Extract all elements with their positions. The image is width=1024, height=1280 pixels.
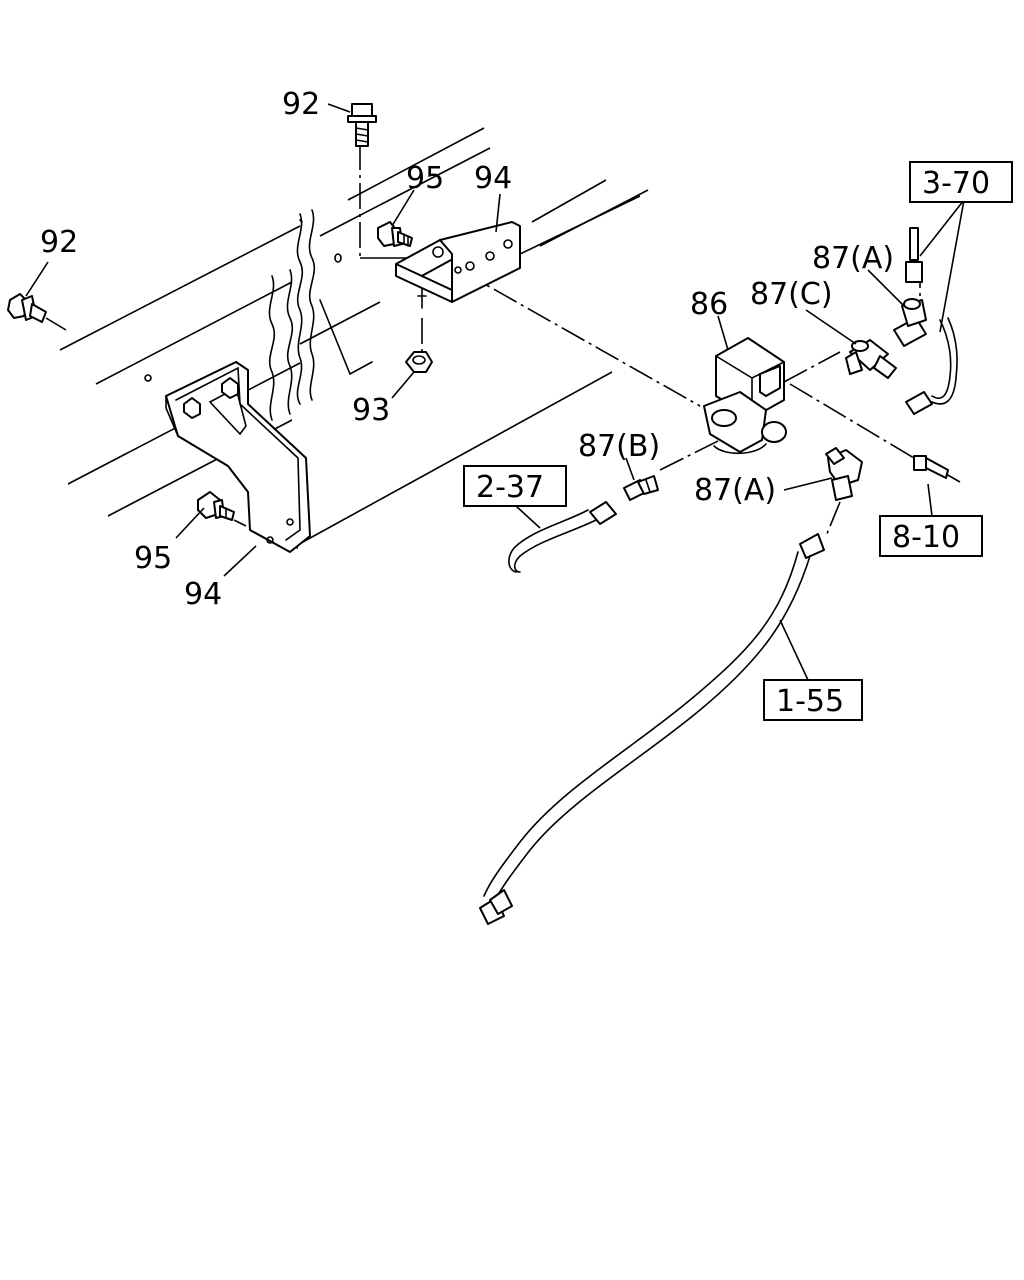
label-92-top: 92 [282,87,320,122]
bolt-92-top [347,103,377,147]
label-94-top: 94 [474,161,512,196]
ref-box-1-55 [763,679,863,721]
label-87b: 87(B) [578,429,660,464]
label-87c: 87(C) [750,277,833,312]
bolt-95-lower [197,491,247,527]
label-92-left: 92 [40,225,78,260]
fitting-87b [623,475,659,501]
connector-8-10 [913,455,961,483]
hose-2-37 [508,501,617,573]
label-95-top: 95 [406,161,444,196]
label-ref-3-70: 3-70 [922,166,990,201]
label-86: 86 [690,287,728,322]
fitting-87c-tee [845,339,897,379]
label-87a-upper: 87(A) [812,241,894,276]
label-95-lower: 95 [134,541,172,576]
ref-box-2-37 [463,465,567,507]
labels: 92 92 95 94 93 95 94 86 87(C) 87(A) 87(B… [40,87,990,719]
valve-86 [703,337,787,455]
label-leaders [25,103,965,681]
fitting-87a-elbow-upper [893,298,927,347]
label-ref-8-10: 8-10 [892,520,960,555]
label-ref-1-55: 1-55 [776,684,844,719]
fitting-87a-elbow-lower [825,447,863,501]
assembly-lines [275,144,921,549]
hose-1-55 [479,533,825,925]
bolt-92-left [7,293,67,331]
label-94-lower: 94 [184,577,222,612]
pipe-3-70 [905,227,958,415]
ref-box-8-10 [879,515,983,557]
label-ref-2-37: 2-37 [476,470,544,505]
label-93: 93 [352,393,390,428]
bracket-94-top [395,221,521,309]
reference-boxes [463,161,1013,721]
ref-box-3-70 [909,161,1013,203]
bolt-95-top [377,221,413,247]
label-87a-lower: 87(A) [694,473,776,508]
bracket-94-lower [165,361,311,553]
nut-93 [405,351,433,373]
